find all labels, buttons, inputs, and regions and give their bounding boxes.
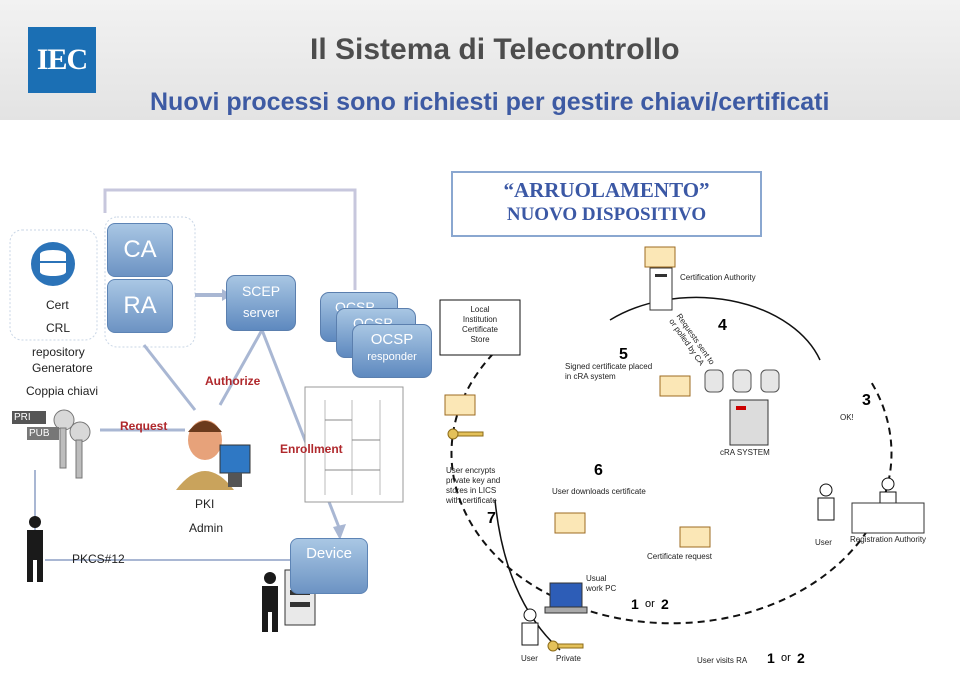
pki-label: PKI <box>195 497 215 511</box>
repository-label: repository <box>32 345 85 359</box>
signed-cert-label: Signed certificate placed in cRA system <box>565 362 653 381</box>
enrollment-cycle-path <box>450 329 893 625</box>
downloads-label: User downloads certificate <box>552 487 646 496</box>
server-label: server <box>242 305 280 320</box>
cra-system-label: cRA SYSTEM <box>720 448 770 457</box>
step-7: 7 <box>487 510 496 527</box>
request-label: Request <box>120 419 168 433</box>
local-store-box <box>439 299 521 356</box>
registration-authority-label: Registration Authority <box>850 535 927 544</box>
user-figure-icon <box>521 477 897 646</box>
coppia-chiavi-label: Coppia chiavi <box>26 384 99 398</box>
authorize-arrow <box>218 329 264 406</box>
or-b: or <box>781 652 791 664</box>
ok-label: OK! <box>840 413 854 422</box>
header-bar: IEC Il Sistema di Telecontrollo Nuovi pr… <box>0 0 960 120</box>
step-4: 4 <box>718 317 727 334</box>
scep-label: SCEP <box>241 283 281 299</box>
scep-server-box: SCEP server <box>226 275 296 331</box>
ocsp-responder-box: OCSP responder <box>352 324 432 378</box>
step-1a: 1 <box>631 596 639 612</box>
cert-request-label: Certificate request <box>647 552 712 561</box>
repository-group-outline <box>9 229 98 341</box>
ra-box: RA <box>107 279 173 333</box>
callout-line1: “ARRUOLAMENTO” <box>503 178 710 202</box>
sequence-diagram-thumbnail <box>304 386 404 503</box>
crl-label: CRL <box>46 321 71 335</box>
ca-ra-group-outline <box>104 216 196 348</box>
pki-ra-arrow <box>142 344 197 411</box>
enrollment-callout: “ARRUOLAMENTO” NUOVO DISPOSITIVO <box>451 171 762 237</box>
key-pair-icon <box>53 409 91 479</box>
user2-label: User <box>521 654 538 663</box>
ocsp-label: OCSP <box>370 331 414 348</box>
device-box: Device <box>290 538 368 594</box>
database-icon <box>31 242 75 286</box>
page-title: Il Sistema di Telecontrollo <box>310 33 680 66</box>
person-icon-device <box>262 572 278 632</box>
encrypts-label: User encrypts private key and stores in … <box>446 466 501 505</box>
user-label: User <box>815 538 832 547</box>
step-5: 5 <box>619 346 628 363</box>
visits-ra-label: User visits RA <box>697 656 748 665</box>
pri-tag: PRI <box>12 411 46 424</box>
or-a: or <box>645 598 655 610</box>
authorize-label: Authorize <box>205 374 261 388</box>
step-6: 6 <box>594 462 603 479</box>
step-2a: 2 <box>661 596 669 612</box>
person-icon-left <box>27 516 43 582</box>
pki-admin-icon <box>176 420 251 490</box>
database-disks-icon <box>704 369 780 393</box>
ca-box: CA <box>107 223 173 277</box>
work-pc-icon <box>544 582 588 614</box>
ca-server-icon <box>649 267 673 311</box>
step-3: 3 <box>862 392 871 409</box>
generatore-label: Generatore <box>32 361 93 375</box>
pub-tag: PUB <box>27 427 59 440</box>
iec-logo: IEC <box>28 27 96 93</box>
cert-authority-label: Certification Authority <box>680 273 756 282</box>
local-store-label: Local Institution Certificate Store <box>461 305 498 344</box>
page-subtitle: Nuovi processi sono richiesti per gestir… <box>150 88 830 116</box>
top-connector <box>103 188 357 290</box>
private-label: Private <box>556 654 581 663</box>
admin-label: Admin <box>189 521 224 535</box>
enrollment-label: Enrollment <box>280 442 343 456</box>
usual-pc-label: Usual work PC <box>586 574 617 593</box>
pkcs12-label: PKCS#12 <box>72 552 125 566</box>
responder-label: responder <box>367 351 417 363</box>
inner-cycle-path <box>609 296 821 361</box>
callout-line2: NUOVO DISPOSITIVO <box>506 204 707 225</box>
certificate-icon <box>444 246 711 548</box>
private-key-icon <box>447 428 584 652</box>
step-2b: 2 <box>797 650 805 666</box>
cert-label: Cert <box>46 298 69 312</box>
step-1b: 1 <box>767 650 775 666</box>
cra-server-icon <box>729 399 769 446</box>
ra-desk-icon <box>851 502 925 534</box>
